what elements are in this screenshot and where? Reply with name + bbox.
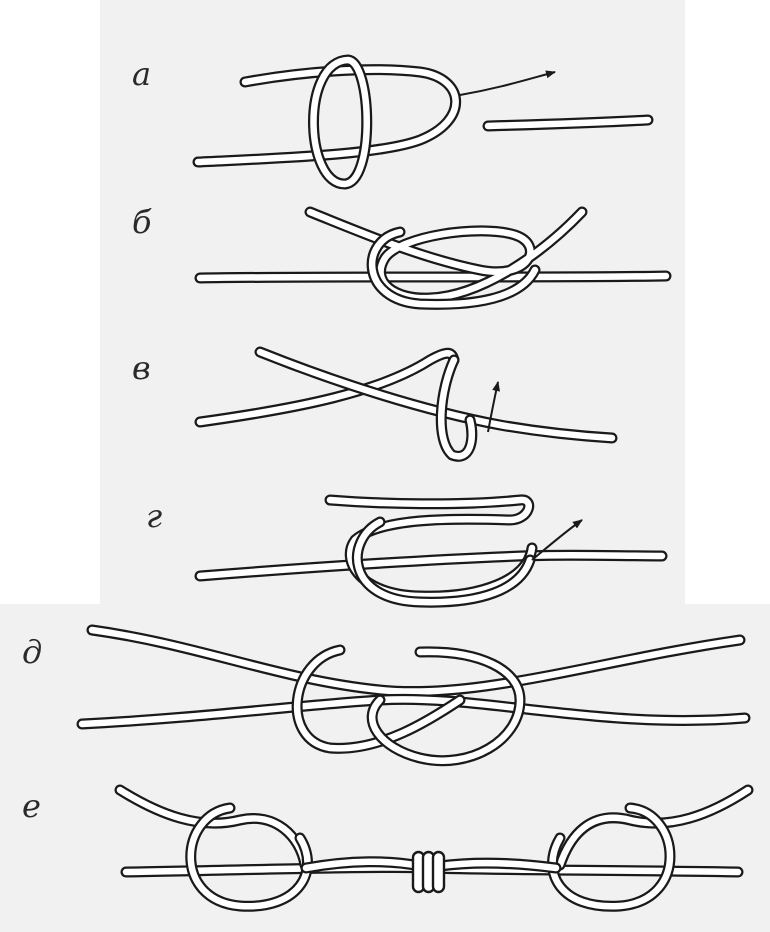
rope-a-main <box>198 70 456 162</box>
knot-step-d <box>82 630 745 761</box>
knot-step-v <box>200 352 612 456</box>
rope-d-upper-outline <box>92 630 740 692</box>
rope-a-main-outline <box>198 70 456 162</box>
center-coil <box>413 852 444 892</box>
coil-ring-3 <box>433 852 444 892</box>
knot-step-a <box>198 60 648 184</box>
rope-a-wrap <box>313 60 366 184</box>
rope-v-main-outline <box>200 353 454 422</box>
knot-step-b <box>200 212 666 304</box>
rope-b-main <box>200 276 666 278</box>
arrow-a <box>460 72 555 95</box>
knot-step-g <box>200 500 662 602</box>
